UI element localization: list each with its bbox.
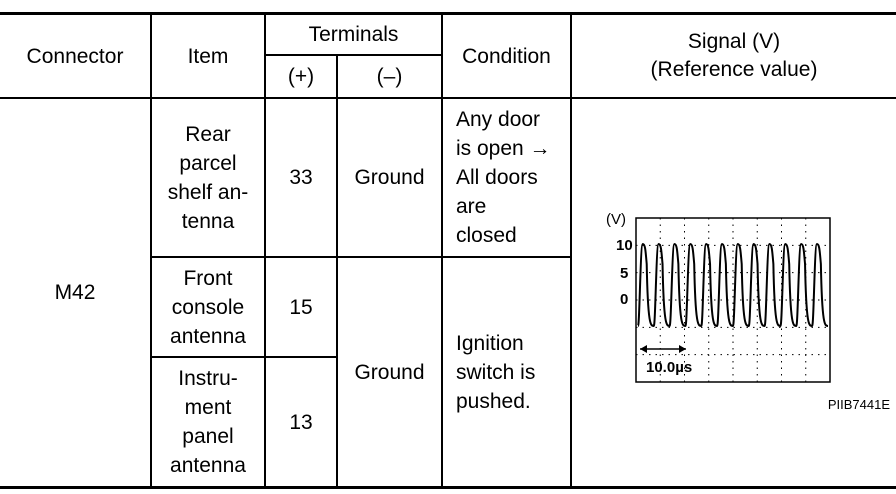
shared-condition: Ignition switch is pushed. [456, 331, 536, 413]
row1-item: Rear parcel shelf an- tenna [167, 122, 249, 233]
header-item: Item [187, 44, 229, 68]
scope-grid [636, 218, 830, 382]
scope-tick-10: 10 [616, 237, 633, 254]
header-plus: (+) [287, 65, 315, 88]
col-divider-2 [264, 14, 266, 488]
scope-time-label: 10.0µs [646, 359, 692, 376]
header-condition: Condition [462, 44, 551, 68]
scope-tick-5: 5 [620, 265, 628, 282]
scope-tick-0: 0 [620, 291, 628, 308]
row1-bottom-border [150, 256, 570, 258]
col-divider-4 [441, 14, 443, 488]
header-signal: Signal (V) (Reference value) [650, 30, 818, 81]
row2-bottom-border [150, 356, 336, 358]
connector-cell: M42 [54, 281, 96, 304]
row3-item: Instru- ment panel antenna [170, 367, 246, 477]
col-divider-5 [570, 14, 572, 488]
bottom-border [0, 486, 896, 489]
header-connector: Connector [26, 44, 124, 68]
figure-code-label: PIIB7441E [827, 397, 890, 412]
header-bottom-border [0, 97, 896, 99]
scope-waveform [637, 242, 829, 328]
row3-plus: 13 [289, 410, 313, 434]
row1-minus: Ground [354, 166, 425, 189]
scope-unit: (V) [606, 211, 626, 228]
row1-plus: 33 [289, 166, 313, 189]
row2-plus: 15 [289, 295, 313, 319]
scope-time-scale [640, 345, 686, 353]
terminals-divider [264, 54, 442, 56]
top-border [0, 12, 896, 15]
col-divider-3 [336, 55, 338, 488]
shared-minus: Ground [354, 360, 425, 384]
row1-condition: Any door is open → All doors are closed [456, 108, 551, 247]
scope-frame [635, 217, 831, 383]
row2-item: Front console antenna [170, 266, 246, 348]
header-minus: (–) [376, 65, 403, 88]
oscilloscope-figure: (V) 10 5 0 10.0µs PIIB7441E [606, 211, 831, 383]
header-terminals: Terminals [308, 22, 399, 46]
col-divider-1 [150, 14, 152, 488]
